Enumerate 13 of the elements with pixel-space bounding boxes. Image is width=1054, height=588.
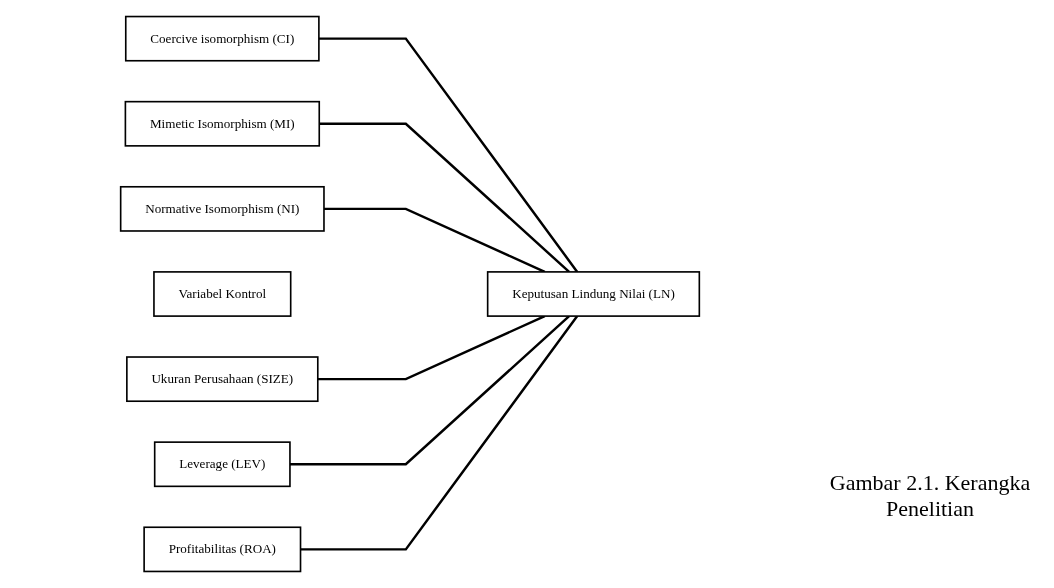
node-box: Coercive isomorphism (CI)	[124, 15, 320, 62]
node-box: Leverage (LEV)	[153, 441, 291, 488]
figure-caption: Gambar 2.1. Kerangka Penelitian	[828, 470, 1032, 522]
node-box: Normative Isomorphism (NI)	[119, 185, 325, 232]
connector	[289, 315, 570, 466]
node-box: Profitabilitas (ROA)	[143, 526, 302, 573]
connector	[300, 315, 579, 551]
connector	[318, 37, 579, 273]
node-box: Keputusan Lindung Nilai (LN)	[486, 271, 701, 317]
node-box: Mimetic Isomorphism (MI)	[124, 100, 321, 147]
connector	[319, 122, 570, 273]
node-box: Ukuran Perusahaan (SIZE)	[126, 356, 319, 403]
node-box: Variabel Kontrol	[153, 271, 292, 317]
